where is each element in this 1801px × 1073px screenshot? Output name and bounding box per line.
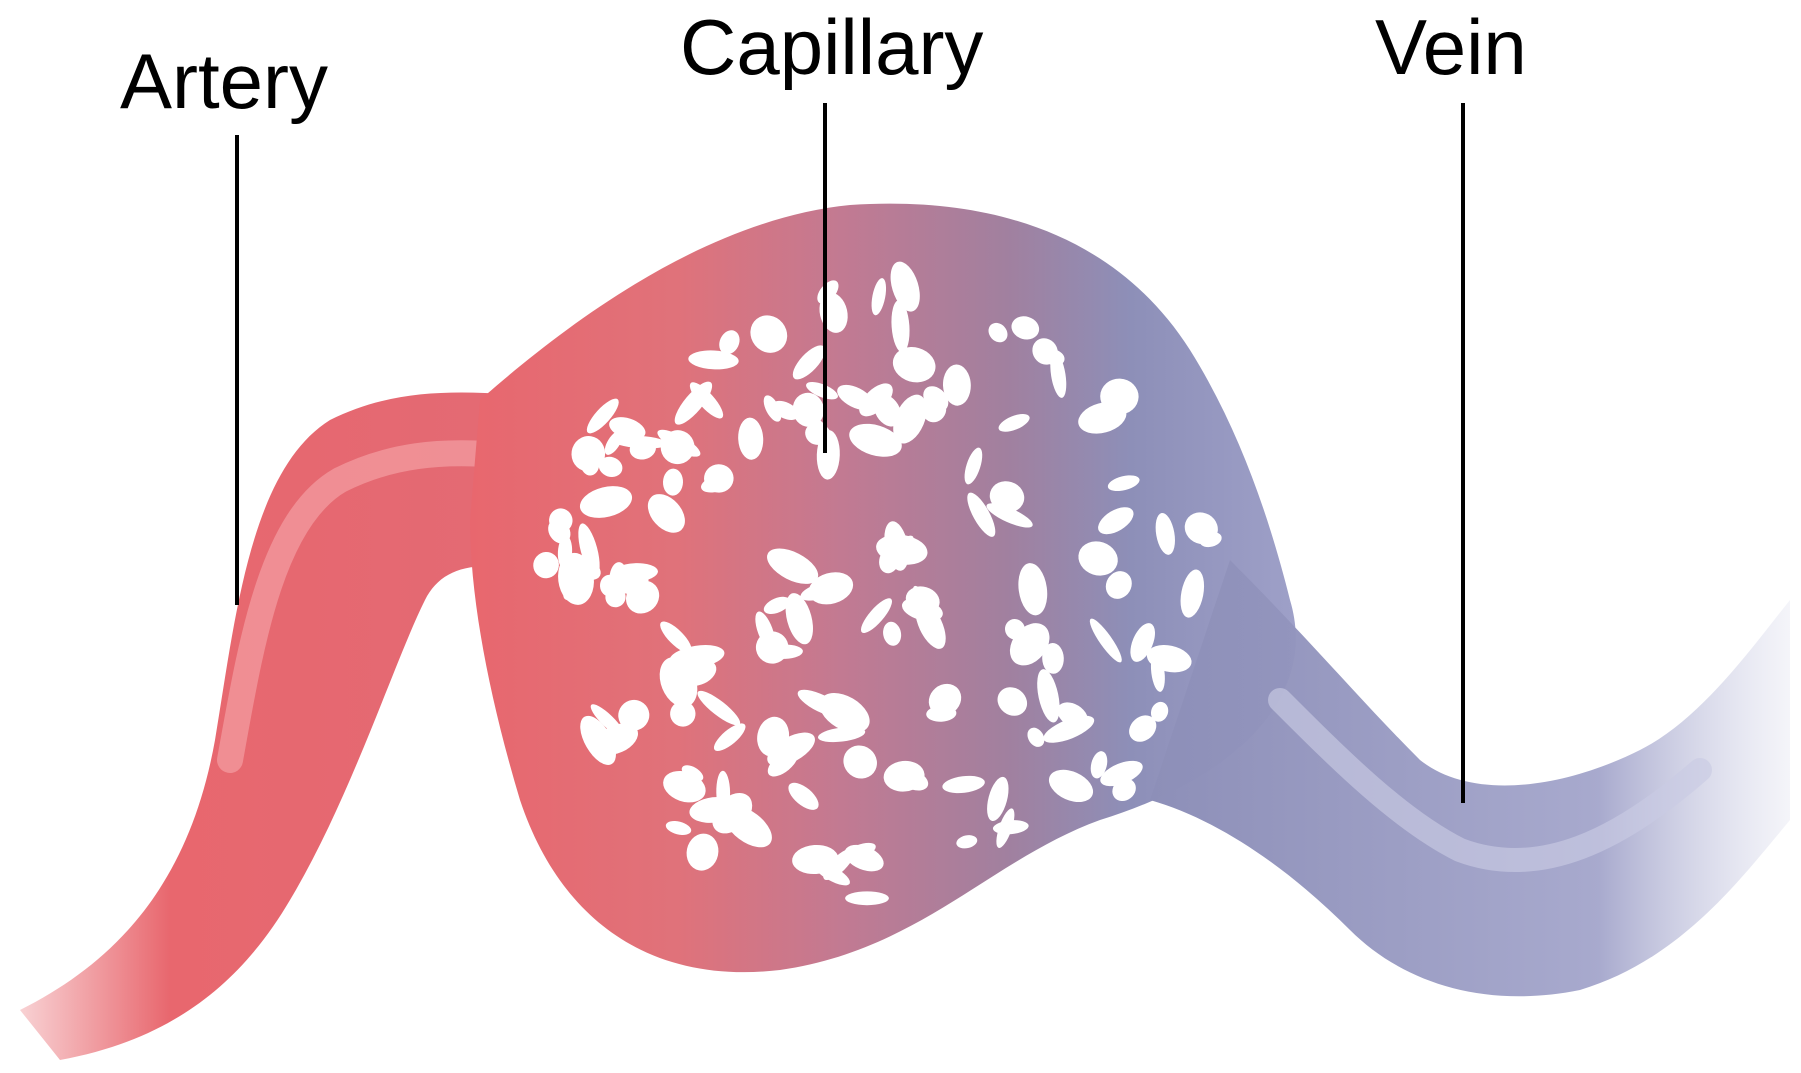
capillary-gap <box>845 891 889 905</box>
capillary-label: Capillary <box>680 8 983 86</box>
capillary-leader-line <box>823 103 827 453</box>
vein-leader-line <box>1461 103 1465 803</box>
capillary-bed <box>470 204 1296 972</box>
artery-label: Artery <box>120 42 328 120</box>
artery-vessel <box>20 393 520 1060</box>
vein-label: Vein <box>1375 8 1527 86</box>
artery-leader-line <box>235 135 239 605</box>
